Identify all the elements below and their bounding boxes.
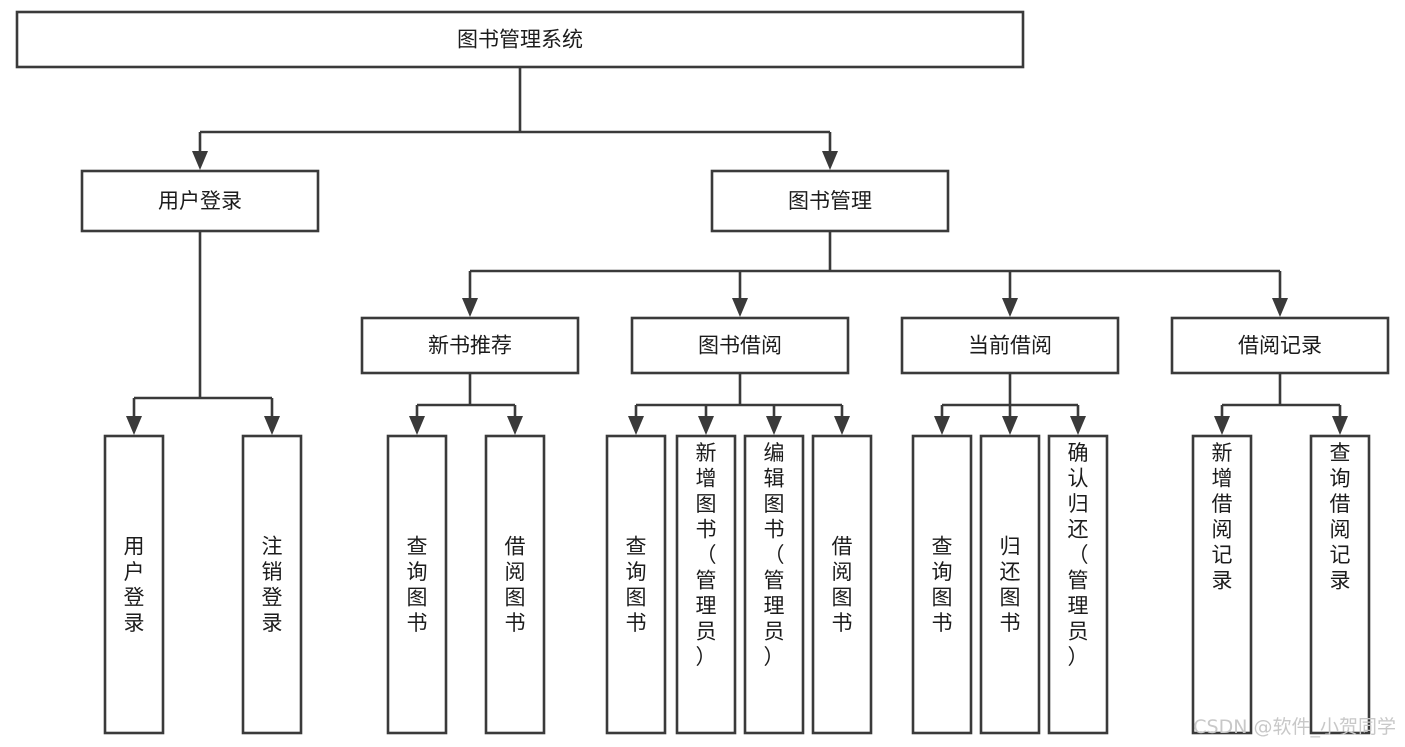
node-label: 用户登录	[158, 189, 242, 213]
node-current-borrow[interactable]: 当前借阅	[900, 316, 1120, 375]
node-label: 查询借阅记录	[1330, 441, 1351, 593]
node-label: 新书推荐	[428, 334, 512, 358]
node-label: 编辑图书（管理员）	[764, 441, 785, 669]
node-label: 图书管理系统	[457, 28, 583, 52]
node-box[interactable]	[900, 316, 1120, 375]
arrow-head-icon	[1272, 298, 1288, 317]
arrow-head-icon	[732, 298, 748, 317]
arrow-head-icon	[1332, 416, 1348, 435]
node-box[interactable]	[360, 316, 580, 375]
node-box[interactable]	[979, 434, 1041, 735]
node-label: 查询图书	[932, 535, 953, 636]
arrow-head-icon	[264, 416, 280, 435]
arrow-head-icon	[1002, 298, 1018, 317]
node-box[interactable]	[80, 169, 320, 233]
node-label: 图书借阅	[698, 334, 782, 358]
node-box[interactable]	[386, 434, 448, 735]
node-leaf-edit-book[interactable]: 编辑图书（管理员）	[743, 434, 805, 735]
arrow-head-icon	[409, 416, 425, 435]
node-label: 用户登录	[124, 535, 145, 636]
arrow-head-icon	[834, 416, 850, 435]
node-root[interactable]: 图书管理系统	[15, 10, 1025, 69]
node-leaf-query-book-1[interactable]: 查询图书	[386, 434, 448, 735]
node-box[interactable]	[1047, 434, 1109, 735]
node-layer: 图书管理系统用户登录图书管理新书推荐图书借阅当前借阅借阅记录用户登录注销登录查询…	[15, 10, 1390, 735]
arrow-head-icon	[628, 416, 644, 435]
arrow-head-icon	[934, 416, 950, 435]
node-label: 新增图书（管理员）	[696, 441, 717, 669]
arrow-head-icon	[766, 416, 782, 435]
node-label: 借阅记录	[1238, 334, 1322, 358]
arrow-head-icon	[822, 151, 838, 170]
node-leaf-query-book-3[interactable]: 查询图书	[911, 434, 973, 735]
node-new-book-rec[interactable]: 新书推荐	[360, 316, 580, 375]
node-box[interactable]	[675, 434, 737, 735]
node-label: 查询图书	[407, 535, 428, 636]
node-box[interactable]	[605, 434, 667, 735]
node-label: 图书管理	[788, 189, 872, 213]
node-box[interactable]	[1191, 434, 1253, 735]
node-label: 注销登录	[262, 535, 283, 636]
arrow-head-icon	[126, 416, 142, 435]
node-box[interactable]	[241, 434, 303, 735]
node-leaf-logout[interactable]: 注销登录	[241, 434, 303, 735]
node-box[interactable]	[630, 316, 850, 375]
edge-layer	[126, 67, 1348, 435]
node-leaf-query-book-2[interactable]: 查询图书	[605, 434, 667, 735]
node-leaf-user-login[interactable]: 用户登录	[103, 434, 165, 735]
node-leaf-borrow-book-2[interactable]: 借阅图书	[811, 434, 873, 735]
node-borrow-record[interactable]: 借阅记录	[1170, 316, 1390, 375]
node-box[interactable]	[15, 10, 1025, 69]
arrow-head-icon	[192, 151, 208, 170]
node-book-mgmt[interactable]: 图书管理	[710, 169, 950, 233]
arrow-head-icon	[1214, 416, 1230, 435]
node-label: 借阅图书	[505, 535, 526, 636]
node-leaf-return-book[interactable]: 归还图书	[979, 434, 1041, 735]
node-user-login[interactable]: 用户登录	[80, 169, 320, 233]
node-box[interactable]	[811, 434, 873, 735]
arrow-head-icon	[1070, 416, 1086, 435]
node-box[interactable]	[743, 434, 805, 735]
node-label: 借阅图书	[832, 535, 853, 636]
node-leaf-query-record[interactable]: 查询借阅记录	[1309, 434, 1371, 735]
arrow-head-icon	[507, 416, 523, 435]
arrow-head-icon	[698, 416, 714, 435]
node-box[interactable]	[484, 434, 546, 735]
csdn-watermark: CSDN @软件_小贺同学	[1193, 716, 1396, 738]
node-label: 确认归还（管理员）	[1068, 441, 1089, 669]
node-label: 归还图书	[1000, 535, 1021, 636]
node-leaf-add-book[interactable]: 新增图书（管理员）	[675, 434, 737, 735]
node-leaf-confirm-return[interactable]: 确认归还（管理员）	[1047, 434, 1109, 735]
node-leaf-add-record[interactable]: 新增借阅记录	[1191, 434, 1253, 735]
node-box[interactable]	[1170, 316, 1390, 375]
arrow-head-icon	[1002, 416, 1018, 435]
node-box[interactable]	[103, 434, 165, 735]
node-label: 新增借阅记录	[1212, 441, 1233, 593]
node-box[interactable]	[710, 169, 950, 233]
node-label: 查询图书	[626, 535, 647, 636]
node-box[interactable]	[911, 434, 973, 735]
arrow-head-icon	[462, 298, 478, 317]
node-leaf-borrow-book-1[interactable]: 借阅图书	[484, 434, 546, 735]
node-book-borrow[interactable]: 图书借阅	[630, 316, 850, 375]
node-label: 当前借阅	[968, 334, 1052, 358]
node-box[interactable]	[1309, 434, 1371, 735]
